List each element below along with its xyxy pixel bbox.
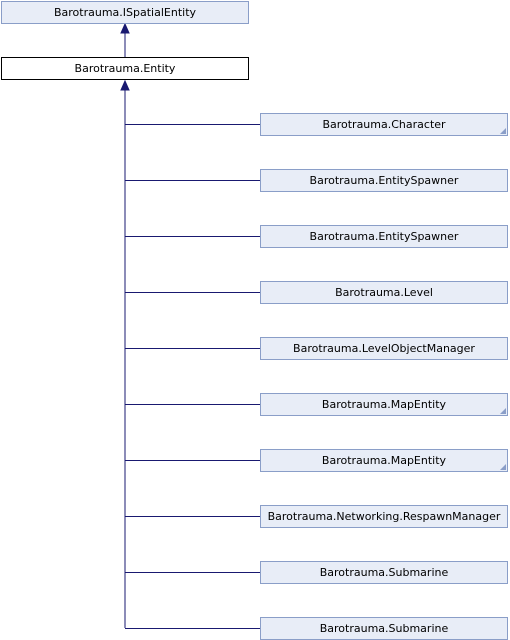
- node-submarine-2-label: Barotrauma.Submarine: [319, 622, 449, 635]
- node-ispatialentity-label: Barotrauma.ISpatialEntity: [53, 6, 197, 19]
- node-respawnmanager-label: Barotrauma.Networking.RespawnManager: [267, 510, 501, 523]
- arrowhead-ispatialentity: [120, 22, 130, 34]
- node-submarine[interactable]: Barotrauma.Submarine: [260, 561, 508, 584]
- node-level-label: Barotrauma.Level: [335, 286, 433, 299]
- node-entityspawner-2[interactable]: Barotrauma.EntitySpawner: [260, 225, 508, 248]
- node-levelobjectmanager[interactable]: Barotrauma.LevelObjectManager: [260, 337, 508, 360]
- node-character[interactable]: Barotrauma.Character: [260, 113, 508, 136]
- node-entity-current: Barotrauma.Entity: [1, 57, 249, 80]
- collapsed-corner-icon: [500, 128, 506, 134]
- node-ispatialentity[interactable]: Barotrauma.ISpatialEntity: [1, 1, 249, 24]
- node-submarine-label: Barotrauma.Submarine: [319, 566, 449, 579]
- collapsed-corner-icon: [500, 408, 506, 414]
- collapsed-corner-icon: [500, 464, 506, 470]
- node-level[interactable]: Barotrauma.Level: [260, 281, 508, 304]
- node-entityspawner-label: Barotrauma.EntitySpawner: [309, 174, 459, 187]
- node-levelobjectmanager-label: Barotrauma.LevelObjectManager: [293, 342, 475, 355]
- node-mapentity-label: Barotrauma.MapEntity: [321, 398, 447, 411]
- node-respawnmanager[interactable]: Barotrauma.Networking.RespawnManager: [260, 505, 508, 528]
- arrowhead-entity: [120, 79, 130, 91]
- node-entity-label: Barotrauma.Entity: [74, 62, 176, 75]
- node-submarine-2[interactable]: Barotrauma.Submarine: [260, 617, 508, 640]
- node-mapentity[interactable]: Barotrauma.MapEntity: [260, 393, 508, 416]
- node-mapentity-2-label: Barotrauma.MapEntity: [321, 454, 447, 467]
- node-character-label: Barotrauma.Character: [322, 118, 446, 131]
- node-entityspawner-2-label: Barotrauma.EntitySpawner: [309, 230, 459, 243]
- node-entityspawner[interactable]: Barotrauma.EntitySpawner: [260, 169, 508, 192]
- node-mapentity-2[interactable]: Barotrauma.MapEntity: [260, 449, 508, 472]
